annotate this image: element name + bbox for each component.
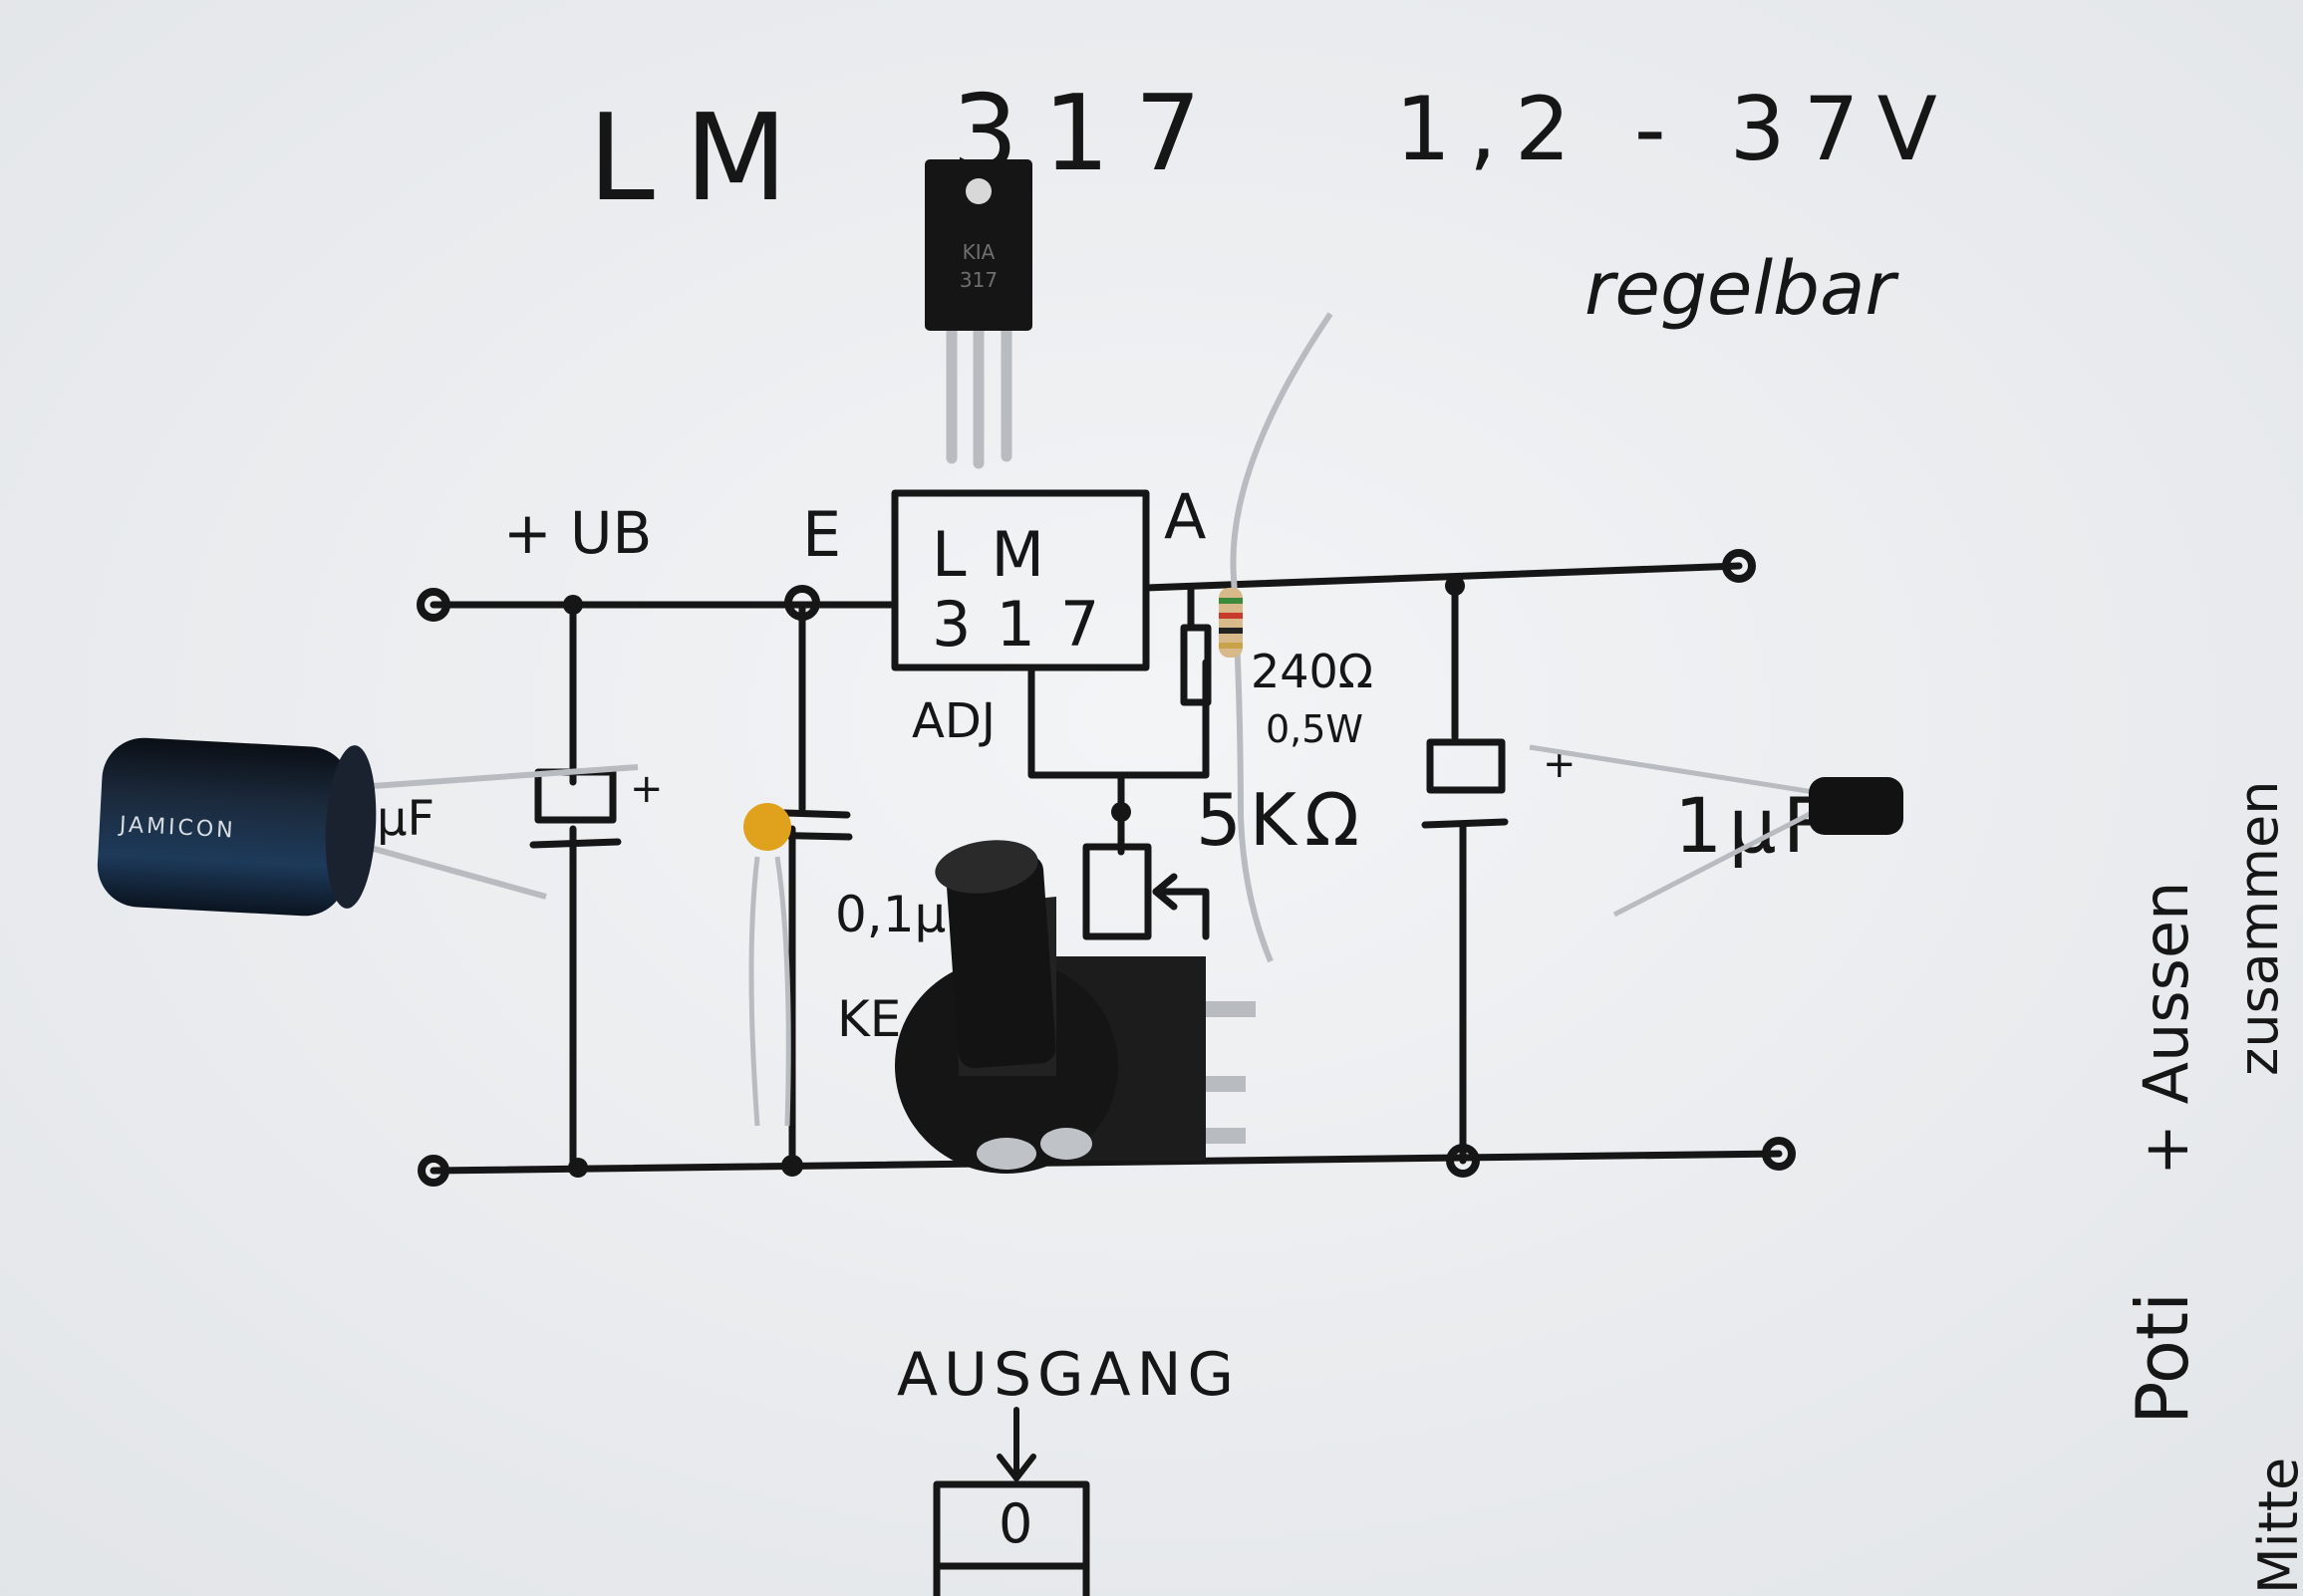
junctions (417, 549, 1796, 1187)
output-box (933, 1480, 1090, 1596)
ceramic-cap-type: KE (837, 990, 901, 1048)
regulator-marking-2: 317 (960, 268, 998, 292)
capacitor-brand: JAMICON (117, 812, 236, 843)
label-supply: + UB (503, 499, 652, 567)
title-note: regelbar (1584, 246, 1899, 332)
side-note-aussen: + Aussen (2130, 882, 2202, 1176)
ceramic-cap-value: 0,1µ (835, 886, 946, 943)
regulator-marking-1: KIA (963, 240, 996, 264)
output-arrow (997, 1407, 1036, 1481)
input-cap-plus: + (630, 766, 664, 812)
regulator-block-line2: 317 (932, 588, 1124, 661)
output-cap-symbol (1421, 738, 1509, 829)
side-note-poti: Poti (2121, 1292, 2204, 1425)
side-note-zusammen: zusammen (2227, 781, 2290, 1076)
potentiometer-photo (895, 840, 1256, 1174)
resistor-value: 240Ω (1251, 645, 1373, 698)
output-electrolytic-capacitor (1529, 744, 1903, 918)
label-adjust-pin: ADJ (912, 693, 996, 749)
output-section-label: AUSGANG (897, 1340, 1240, 1410)
resistor-power: 0,5W (1266, 707, 1363, 751)
resistor-symbol (1180, 624, 1212, 706)
label-input-pin: E (802, 498, 841, 571)
output-cap-value: 1µF (1674, 781, 1832, 870)
side-note-mitte: Mitte (2247, 1458, 2303, 1594)
title-range: 1,2 - 37V (1395, 78, 1955, 180)
pot-symbol (1082, 843, 1210, 940)
input-cap-value: µF (377, 791, 434, 847)
pot-value: 5KΩ (1196, 778, 1367, 862)
regulator-block-line1: LM (932, 518, 1069, 591)
regulator-block (891, 489, 1150, 671)
resistor-240-ohm (1219, 312, 1333, 963)
side-notes: Poti + Aussen (2121, 882, 2204, 1425)
output-box-value: 0 (999, 1492, 1032, 1555)
schematic-wires (430, 562, 1783, 1175)
regulator-transistor-photo: KIA 317 (925, 159, 1032, 469)
label-output-pin: A (1164, 480, 1206, 553)
ceramic-capacitor (743, 803, 791, 1127)
title-part: LM (588, 90, 817, 228)
input-electrolytic-capacitor: JAMICON (97, 737, 639, 917)
